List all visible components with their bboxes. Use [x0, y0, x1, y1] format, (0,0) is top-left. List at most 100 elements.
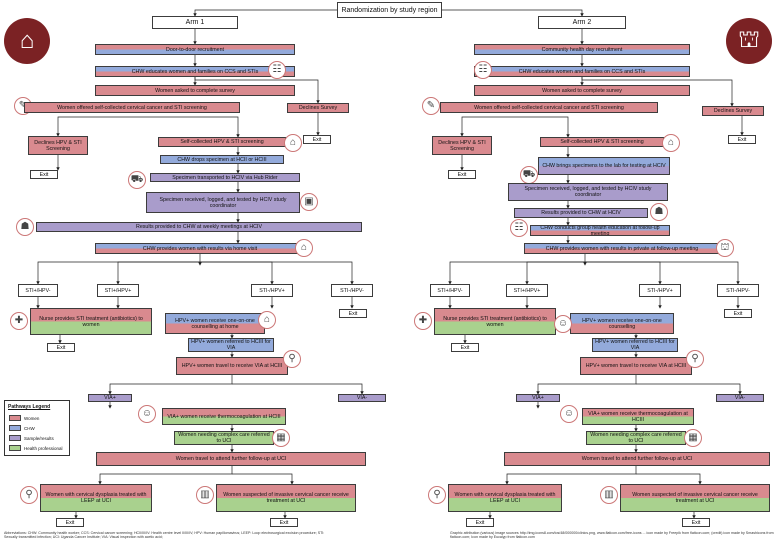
arm2-exit-negative: Exit	[724, 309, 752, 318]
group-education-icon: ☷	[510, 219, 528, 237]
medicine-icon-2: ✚	[414, 312, 432, 330]
arm1-transported: Specimen transported to HCIV via Hub Rid…	[150, 173, 300, 182]
arm2-exit-nurse: Exit	[451, 343, 479, 352]
building-icon: ▥	[196, 486, 214, 504]
arm2-sti-neg-hpv-neg: STI-/HPV-	[717, 284, 759, 297]
arm2-declines-survey: Declines Survey	[702, 106, 764, 116]
pathways-legend: Pathways Legend Women CHW Sample/results…	[4, 400, 70, 456]
meeting-icon: ☗	[16, 218, 34, 236]
meeting-icon-2: ☗	[650, 203, 668, 221]
legend-swatch-sample	[9, 435, 21, 441]
arm2-via-neg: VIA-	[716, 394, 764, 402]
legend-item: CHW	[9, 425, 35, 431]
arm2-thermo: VIA+ women receive thermocoagulation at …	[582, 408, 694, 425]
legend-label: Sample/results	[24, 435, 54, 441]
arm2-label: Arm 2	[538, 16, 626, 29]
counselling-icon: ☺	[554, 315, 572, 333]
medicine-icon: ✚	[10, 312, 28, 330]
legend-label: Health professional	[24, 445, 63, 451]
arm1-sti-pos-hpv-pos: STI+/HPV+	[97, 284, 139, 297]
legend-swatch-women	[9, 415, 21, 421]
arm2-exit-declines: Exit	[448, 170, 476, 179]
house-icon: ⌂	[4, 18, 50, 64]
arm1-sti-neg-hpv-neg: STI-/HPV-	[331, 284, 373, 297]
home-collection-icon: ⌂	[284, 134, 302, 152]
arm1-thermo: VIA+ women receive thermocoagulation at …	[162, 408, 286, 425]
hospital-icon: ▦	[272, 429, 290, 447]
arm1-declines-survey: Declines Survey	[287, 103, 349, 113]
arm1-door-to-door-recruitment: Door-to-door recruitment	[95, 44, 295, 55]
arm2-complex-care: Women needing complex care referred to U…	[586, 431, 686, 445]
legend-title: Pathways Legend	[8, 404, 51, 410]
arm1-exit-declines: Exit	[30, 170, 58, 179]
arm1-counselling: HPV+ women receive one-on-one counsellin…	[165, 313, 265, 334]
arm2-provides-women: CHW provides women with results in priva…	[524, 243, 720, 254]
arm1-declines-hpv: Declines HPV & STI Screening	[28, 136, 88, 155]
arm2-via-pos: VIA+	[516, 394, 560, 402]
arm1-referred: HPV+ women referred to HCIII for VIA	[188, 338, 274, 352]
clinic-collection-icon: ⌂	[662, 134, 680, 152]
arm2-travel-uci: Women travel to attend further follow-up…	[504, 452, 770, 466]
arm1-leep: Women with cervical dysplasia treated wi…	[40, 484, 152, 512]
arm1-exit-survey: Exit	[303, 135, 331, 144]
arm2-declines-hpv: Declines HPV & STI Screening	[432, 136, 492, 155]
arm1-exit-invasive: Exit	[270, 518, 298, 527]
doctor-icon: ☺	[138, 405, 156, 423]
arm1-self-collected: Self-collected HPV & STI screening	[158, 137, 286, 147]
arm2-counselling: HPV+ women receive one-on-one counsellin…	[570, 313, 674, 334]
randomization-title: Randomization by study region	[337, 2, 442, 18]
arm1-exit-negative: Exit	[339, 309, 367, 318]
arm1-via-neg: VIA-	[338, 394, 386, 402]
footnote-attribution: Graphic attribution (various) image sour…	[450, 531, 774, 540]
arm2-exit-survey: Exit	[728, 135, 756, 144]
arm1-survey: Women asked to complete survey	[95, 85, 295, 96]
arm1-offered-screening: Women offered self-collected cervical ca…	[24, 102, 240, 113]
uterus-icon-3: ⚲	[686, 350, 704, 368]
uterus-icon: ⚲	[283, 350, 301, 368]
arm1-exit-nurse: Exit	[47, 343, 75, 352]
arm2-leep: Women with cervical dysplasia treated wi…	[448, 484, 562, 512]
arm1-sti-neg-hpv-pos: STI-/HPV+	[251, 284, 293, 297]
teaching-icon: ☷	[268, 61, 286, 79]
lab-computer-icon: ▣	[300, 193, 318, 211]
arm1-exit-leep: Exit	[56, 518, 84, 527]
arm2-brings-specimens: CHW brings specimens to the lab for test…	[538, 157, 670, 175]
arm2-nurse-treatment: Nurse provides STI treatment (antibiotic…	[434, 308, 556, 335]
community-building-icon: ⛫	[726, 18, 772, 64]
footnote-abbreviations: Abbreviations: CHW: Community health wor…	[4, 531, 325, 540]
arm1-travel-via: HPV+ women travel to receive VIA at HCII…	[176, 357, 288, 375]
carry-icon: ⛟	[520, 166, 538, 184]
legend-swatch-health	[9, 445, 21, 451]
private-meeting-icon: ⛫	[716, 239, 734, 257]
arm1-sti-pos-hpv-neg: STI+/HPV-	[18, 284, 58, 297]
arm2-exit-invasive: Exit	[682, 518, 710, 527]
uterus-icon-4: ⚲	[428, 486, 446, 504]
arm1-nurse-treatment: Nurse provides STI treatment (antibiotic…	[30, 308, 152, 335]
building-icon-2: ▥	[600, 486, 618, 504]
arm2-invasive: Women suspected of invasive cervical can…	[620, 484, 770, 512]
arm1-label: Arm 1	[152, 16, 238, 29]
arm1-invasive: Women suspected of invasive cervical can…	[216, 484, 356, 512]
arm2-offered-screening: Women offered self-collected cervical ca…	[440, 102, 658, 113]
arm2-received: Specimen received, logged, and tested by…	[508, 183, 668, 201]
arm1-chw-educates: CHW educates women and families on CCS a…	[95, 66, 295, 77]
arm1-provides-women: CHW provides women with results via home…	[95, 243, 305, 254]
arm2-group-education: CHW conducts group health education at f…	[530, 225, 670, 236]
home-visit-icon: ⌂	[295, 239, 313, 257]
legend-label: Women	[24, 415, 40, 421]
arm2-survey: Women asked to complete survey	[474, 85, 690, 96]
arm2-exit-leep: Exit	[466, 518, 494, 527]
swab-kit-icon-2: ✎	[422, 97, 440, 115]
arm1-travel-uci: Women travel to attend further follow-up…	[96, 452, 366, 466]
arm2-sti-pos-hpv-neg: STI+/HPV-	[430, 284, 470, 297]
legend-label: CHW	[24, 425, 35, 431]
arm1-received: Specimen received, logged, and tested by…	[146, 192, 300, 213]
arm1-complex-care: Women needing complex care referred to U…	[174, 431, 274, 445]
legend-swatch-chw	[9, 425, 21, 431]
arm2-community-recruitment: Community health day recruitment	[474, 44, 690, 55]
arm2-sti-neg-hpv-pos: STI-/HPV+	[639, 284, 681, 297]
arm1-results-provided: Results provided to CHW at weekly meetin…	[36, 222, 362, 232]
legend-item: Health professional	[9, 445, 63, 451]
arm2-chw-educates: CHW educates women and families on CCS a…	[474, 66, 690, 77]
arm2-travel-via: HPV+ women travel to receive VIA at HCII…	[580, 357, 692, 375]
